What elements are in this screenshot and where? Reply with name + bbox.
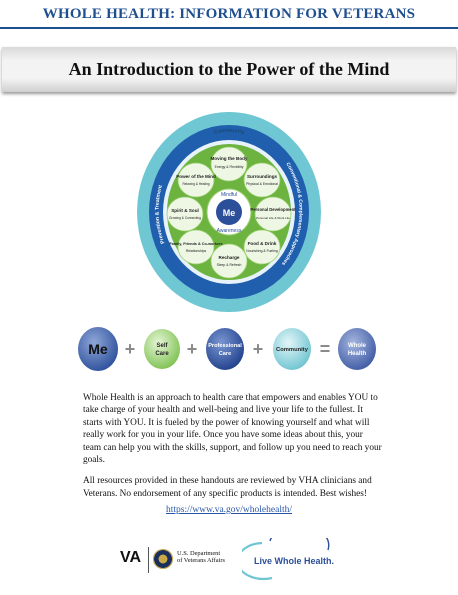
self-care-circle [144, 329, 180, 369]
logo-divider [148, 547, 149, 573]
petal-title: Family, Friends & Co-workers [169, 242, 222, 246]
petal [210, 146, 248, 182]
professional-care-label-line: Professional [208, 343, 242, 349]
professional-care-label-line: Care [219, 351, 231, 357]
petal-sub: Energy & Flexibility [215, 165, 244, 169]
mindful-label: Mindful [221, 192, 237, 198]
whole-health-label-line: Health [348, 351, 367, 357]
self-care-label-line: Self [156, 343, 168, 349]
whole-health-label-line: Whole [348, 343, 367, 349]
petal [243, 162, 281, 198]
whole-health-link[interactable]: https://www.va.gov/wholehealth/ [165, 505, 293, 515]
petal-sub: Growing & Connecting [169, 216, 201, 220]
va-logo: VA U.S. Department of Veterans Affairs [120, 545, 232, 575]
petal-sub: Personal Life & Work Life [256, 216, 290, 220]
me-label: Me [88, 341, 108, 357]
petal [177, 162, 215, 198]
disclaimer-paragraph: All resources provided in these handouts… [83, 476, 372, 499]
va-dept-line: U.S. Department [177, 550, 221, 557]
petal-group [166, 146, 292, 279]
whole-health-circle [338, 328, 376, 370]
plus-sign: + [125, 339, 136, 359]
live-whole-health-logo: Live Whole Health. [242, 538, 334, 581]
va-wordmark: VA [120, 549, 142, 566]
petal-title: Recharge [219, 255, 240, 260]
intro-paragraph: Whole Health is an approach to health ca… [83, 393, 382, 466]
petal-sub: Nourishing & Fueling [246, 249, 278, 253]
plus-sign: + [253, 339, 264, 359]
petal-title: Food & Drink [248, 241, 277, 246]
petal-sub: Relationships [186, 249, 207, 253]
logo-swoosh-icon [242, 541, 273, 581]
petal-title: Personal Development [250, 207, 296, 212]
awareness-label: Awareness [217, 228, 242, 234]
petal-title: Spirit & Soul [171, 208, 199, 213]
live-whole-health-text: Live Whole Health. [254, 556, 334, 566]
title-banner: An Introduction to the Power of the Mind [2, 47, 456, 92]
prevention-ring-label: Prevention & Treatment [154, 184, 166, 244]
petal-title: Power of the Mind [176, 174, 216, 179]
community-label: Community [276, 347, 309, 353]
self-care-label-line: Care [155, 351, 169, 357]
petal-labels: Moving the Body Energy & Flexibility Sur… [169, 156, 296, 267]
professional-care-circle [206, 328, 244, 370]
petal [210, 243, 248, 279]
header-divider [0, 27, 458, 29]
page-title: An Introduction to the Power of the Mind [68, 59, 390, 79]
community-ring-label: Community [213, 128, 246, 136]
petal-title: Surroundings [247, 174, 278, 179]
plus-sign: + [187, 339, 198, 359]
va-seal-icon [153, 549, 173, 569]
petal [254, 196, 292, 232]
petal-sub: Relaxing & Healing [182, 182, 209, 186]
me-center-circle [216, 199, 242, 225]
circle-of-health-diagram: Me Mindful Awareness Moving the Body Ene… [137, 112, 321, 312]
header-title: WHOLE HEALTH: INFORMATION FOR VETERANS [42, 6, 416, 22]
body-text: Whole Health is an approach to health ca… [83, 392, 383, 509]
me-circle [78, 327, 118, 371]
petal [243, 229, 281, 265]
logo-swoosh-icon [269, 538, 330, 551]
petal [177, 229, 215, 265]
petal-title: Moving the Body [210, 156, 247, 161]
petal-sub: Sleep & Refresh [217, 263, 242, 267]
community-circle [273, 328, 311, 370]
va-department-name: U.S. Department of Veterans Affairs [177, 550, 225, 565]
me-center-label: Me [223, 208, 236, 218]
petal-sub: Physical & Emotional [246, 182, 278, 186]
petal [166, 196, 204, 232]
va-dept-line: of Veterans Affairs [177, 557, 226, 565]
equals-sign: = [320, 339, 331, 359]
